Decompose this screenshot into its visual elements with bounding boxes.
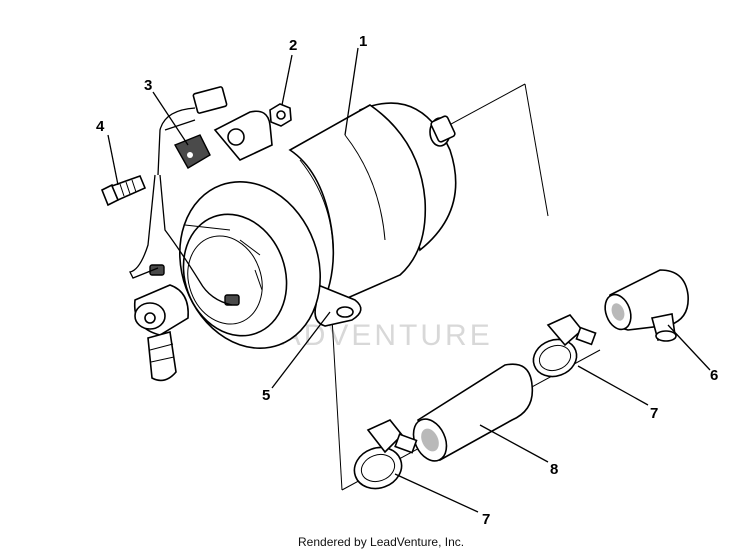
footer-credit: Rendered by LeadVenture, Inc.	[298, 535, 464, 549]
callout-7a: 7	[650, 405, 658, 422]
callout-4: 4	[96, 118, 105, 135]
callout-6: 6	[710, 367, 718, 384]
leader-lines	[107, 47, 711, 513]
callout-3: 3	[144, 77, 152, 94]
callout-7b: 7	[482, 511, 490, 528]
connector-part-3	[173, 86, 228, 169]
callout-8: 8	[550, 461, 558, 478]
callout-1: 1	[359, 33, 367, 50]
nut-part-2	[269, 103, 292, 127]
clamp-part-7-lower	[353, 419, 418, 490]
callout-2: 2	[289, 37, 297, 54]
hose-part-8	[412, 363, 534, 462]
clamp-part-7-upper	[532, 314, 597, 378]
bolt-part-4	[100, 174, 147, 207]
callout-5: 5	[262, 387, 270, 404]
fuel-pump-part-1	[133, 102, 457, 382]
fitting-part-6	[604, 269, 689, 342]
callout-labels: 1 2 3 4 5 6 7 7 8	[96, 33, 718, 528]
